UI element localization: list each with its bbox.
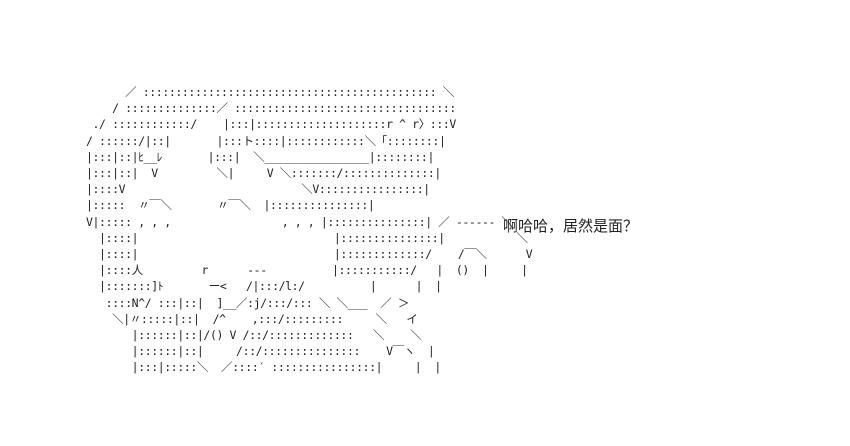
ascii-art-line: ＼|〃:::::|::| /^ ,:::/::::::::: ＼ イ <box>112 311 418 326</box>
ascii-art-line: |:::|::|ﾋ__ﾚ |:::| ＼________________|:::… <box>86 149 434 164</box>
ascii-art-line: ／ ::::::::::::::::::::::::::::::::::::::… <box>125 85 454 99</box>
ascii-art-line: |:::::::]ﾄ ー< /|:::/l:/ | | | <box>99 279 442 294</box>
ascii-art-line: ./ ::::::::::::/ |:::|::::::::::::::::::… <box>92 117 457 132</box>
ascii-art-illustration: ／ ::::::::::::::::::::::::::::::::::::::… <box>86 84 533 376</box>
ascii-art-line: |:::|::| V ＼| V ＼:::::::/::::::::::::::| <box>86 166 441 181</box>
ascii-art-line: V|::::: , , , , , , |:::::::::::::::| ／ … <box>86 214 513 229</box>
ascii-art-line: |::::V ＼V::::::::::::::::| <box>86 182 430 197</box>
ascii-art-line: ::::N^/ :::|::| ]__／:j/:::/::: ＼ ＼___ ／ … <box>105 295 410 310</box>
ascii-art-line: |::::人 r --- |:::::::::::/ | () | | <box>99 263 528 278</box>
ascii-art-line: |::::::|::|/() V /::/::::::::::::: ＼ ＼ <box>131 328 422 343</box>
ascii-art-line: |::::| |:::::::::::::/ /￣＼ V <box>99 247 533 262</box>
ascii-art-line: |::::: 〃￣＼ 〃￣＼ |:::::::::::::::| <box>86 198 375 213</box>
dialogue-caption: 啊哈哈，居然是面？ <box>503 217 639 235</box>
ascii-art-line: / ::::::/|::| |:::ト::::|::::::::::::＼「::… <box>86 133 446 148</box>
ascii-art-line: |::::| |:::::::::::::::| ＼ <box>99 230 528 245</box>
ascii-art-line: |:::|:::::＼ ／::::′ ::::::::::::::::| | | <box>131 360 442 375</box>
ascii-art-line: |::::::|::| /::/::::::::::::::: V￣ヽ | <box>131 344 435 359</box>
ascii-art-line: / ::::::::::::::／ ::::::::::::::::::::::… <box>112 101 456 116</box>
